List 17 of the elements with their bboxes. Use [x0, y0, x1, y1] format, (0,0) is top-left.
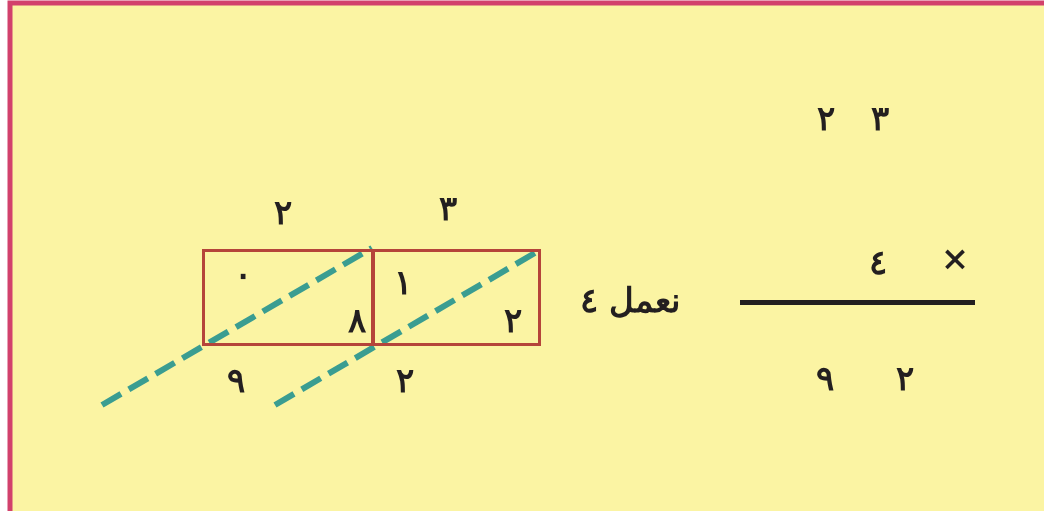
digit: ٩: [227, 363, 245, 397]
lattice-cell: [202, 249, 374, 346]
digit: ١: [394, 265, 412, 299]
digit: ٨: [348, 303, 366, 337]
digit: ٢: [504, 303, 522, 337]
digit: ٠: [234, 257, 252, 291]
digit: ٩: [816, 361, 834, 395]
digit: ٤: [869, 245, 887, 279]
digit: ٢: [274, 195, 292, 229]
digit: ٢: [817, 101, 835, 135]
digit: ٢: [896, 361, 914, 395]
digit: ٣: [871, 101, 889, 135]
digit: ٢: [396, 363, 414, 397]
digit: ٣: [439, 191, 457, 225]
instruction-text: نعمل ٤: [579, 283, 681, 317]
multiplication-sign: ×: [940, 241, 970, 275]
lattice-cell: [372, 249, 541, 346]
